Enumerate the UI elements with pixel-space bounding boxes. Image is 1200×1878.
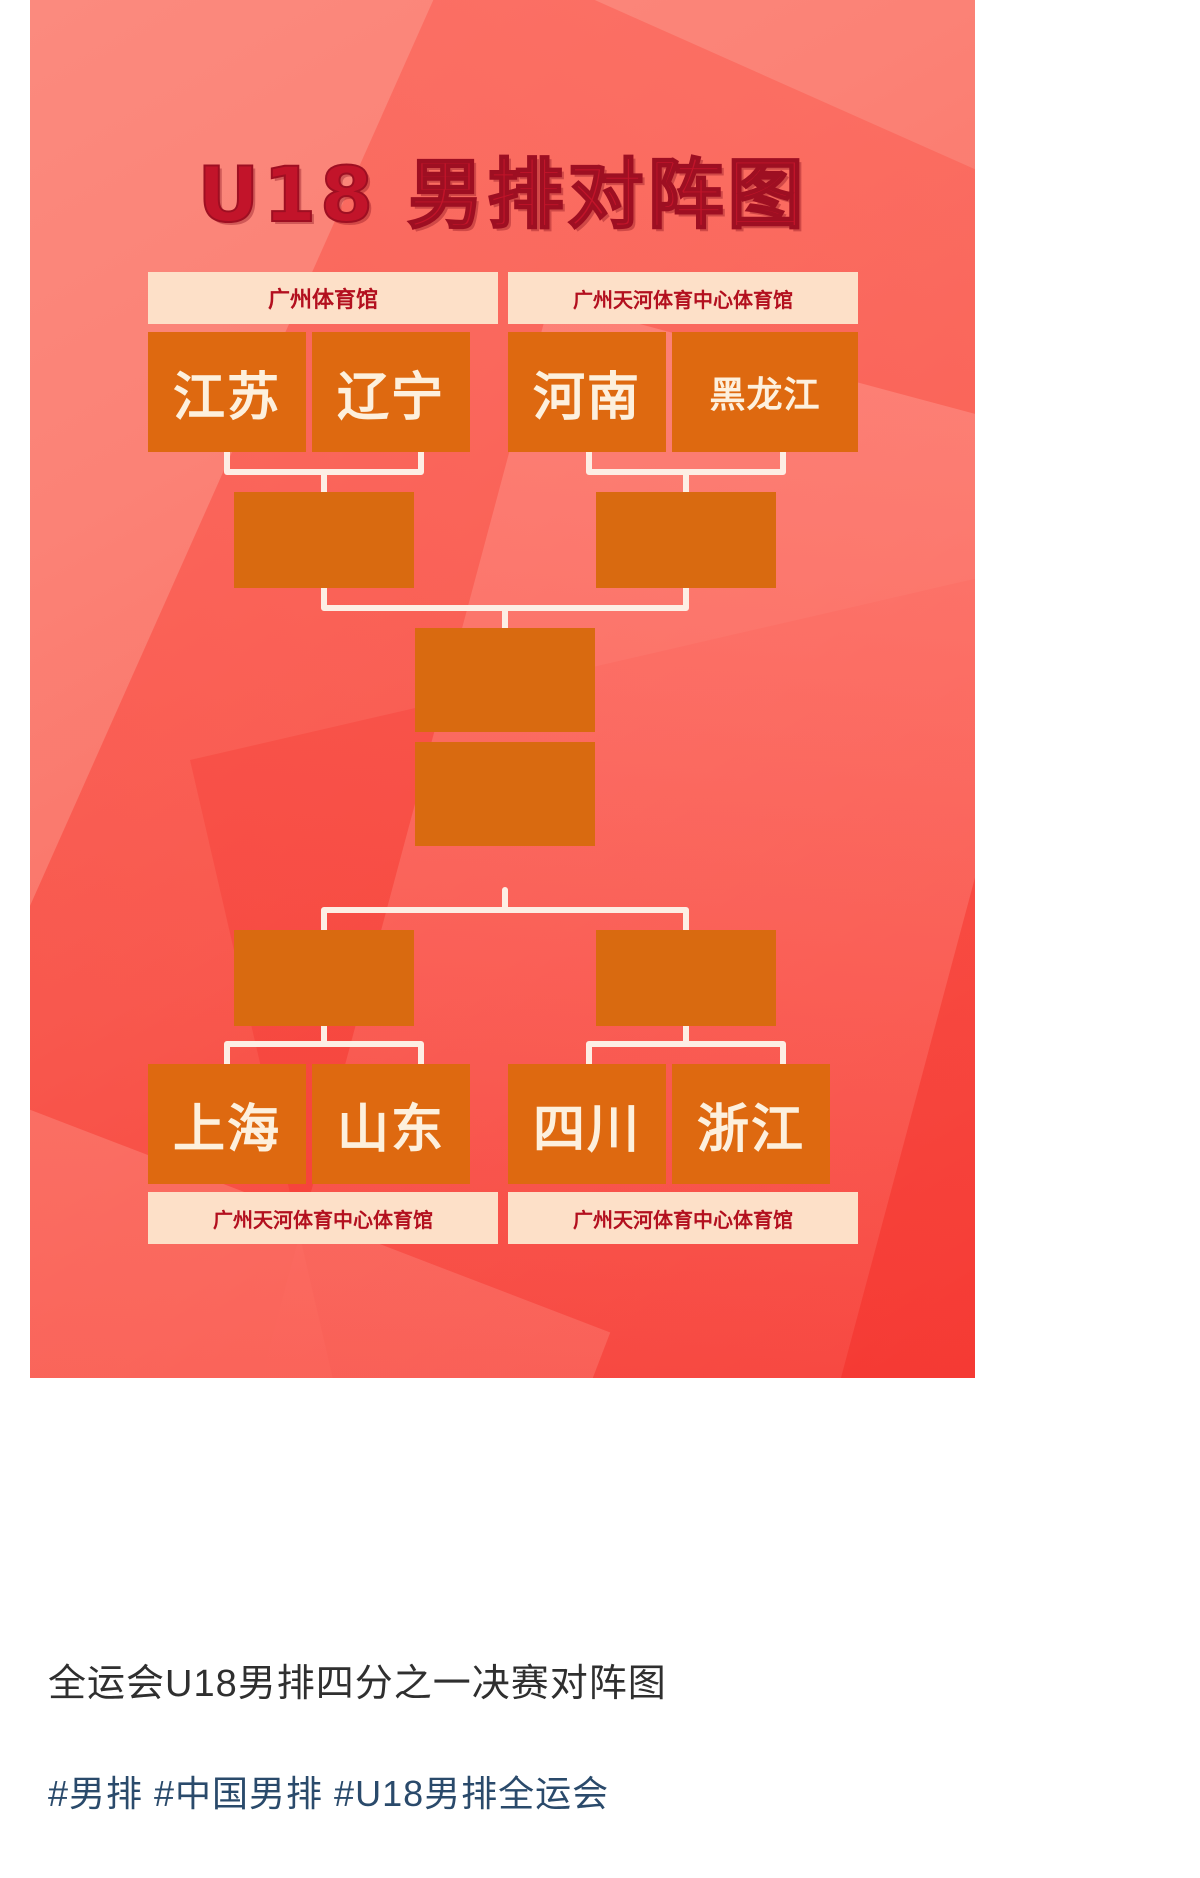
bracket-connector-lines: [224, 449, 786, 1067]
slot-quarter-winner-bottom-right[interactable]: [596, 930, 776, 1026]
slot-quarter-winner-top-right[interactable]: [596, 492, 776, 588]
tournament-bracket-poster: U18 男排对阵图: [30, 0, 975, 1378]
team-box-shanghai[interactable]: 上海: [148, 1064, 306, 1184]
team-box-zhejiang[interactable]: 浙江: [672, 1064, 830, 1184]
post-caption: 全运会U18男排四分之一决赛对阵图: [48, 1663, 667, 1705]
slot-quarter-winner-bottom-left[interactable]: [234, 930, 414, 1026]
team-box-liaoning[interactable]: 辽宁: [312, 332, 470, 452]
team-box-shandong[interactable]: 山东: [312, 1064, 470, 1184]
team-box-sichuan[interactable]: 四川: [508, 1064, 666, 1184]
venue-label-top-right: 广州天河体育中心体育馆: [508, 272, 858, 324]
venue-label-top-left: 广州体育馆: [148, 272, 498, 324]
team-box-henan[interactable]: 河南: [508, 332, 666, 452]
team-box-heilongjiang[interactable]: 黑龙江: [672, 332, 858, 452]
team-box-jiangsu[interactable]: 江苏: [148, 332, 306, 452]
venue-label-bottom-left: 广州天河体育中心体育馆: [148, 1192, 498, 1244]
post-hashtags[interactable]: #男排 #中国男排 #U18男排全运会: [48, 1773, 610, 1814]
poster-title: U18 男排对阵图: [197, 149, 808, 240]
slot-semifinal-top[interactable]: [415, 628, 595, 732]
slot-semifinal-bottom[interactable]: [415, 742, 595, 846]
slot-quarter-winner-top-left[interactable]: [234, 492, 414, 588]
bracket-diagram: 广州体育馆 广州天河体育中心体育馆 江苏 辽宁 河南 黑龙江 上海 山东 四川 …: [30, 0, 975, 1378]
venue-label-bottom-right: 广州天河体育中心体育馆: [508, 1192, 858, 1244]
